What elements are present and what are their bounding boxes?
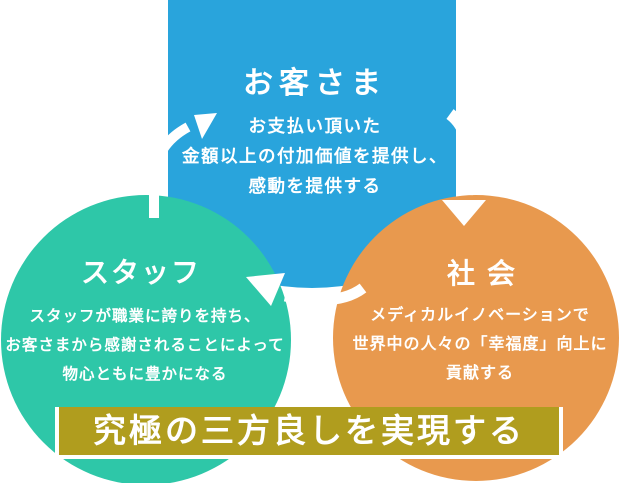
- staff-line: お客さまから感謝されることによって: [5, 336, 285, 354]
- society-title: 社会: [446, 257, 527, 290]
- goal-banner-text: 究極の三方良しを実現する: [93, 411, 525, 450]
- customer-line: 感動を提供する: [248, 177, 382, 197]
- customer-line: 金額以上の付加価値を提供し、: [182, 147, 448, 167]
- staff-line: 物心ともに豊かになる: [62, 365, 228, 383]
- staff-description: スタッフが職業に誇りを持ち、 お客さまから感謝されることによって 物心ともに豊か…: [0, 302, 295, 389]
- customer-title: お客さま: [243, 66, 387, 101]
- customer-line: お支払い頂いた: [248, 117, 382, 137]
- customer-description: お支払い頂いた 金額以上の付加価値を提供し、 感動を提供する: [165, 112, 465, 202]
- arrow-customer-to-society-icon: [442, 109, 486, 226]
- arrow-society-to-staff-icon: [246, 273, 367, 306]
- society-line: 貢献する: [445, 363, 514, 382]
- arrow-staff-to-customer-icon: [149, 113, 217, 218]
- staff-title: スタッフ: [80, 256, 201, 289]
- society-description: メディカルイノベーションで 世界中の人々の「幸福度」向上に 貢献する: [330, 300, 621, 387]
- goal-banner: 究極の三方良しを実現する: [55, 407, 563, 459]
- staff-line: スタッフが職業に誇りを持ち、: [29, 307, 261, 325]
- society-line: 世界中の人々の「幸福度」向上に: [352, 334, 608, 353]
- society-line: メディカルイノベーションで: [370, 305, 590, 324]
